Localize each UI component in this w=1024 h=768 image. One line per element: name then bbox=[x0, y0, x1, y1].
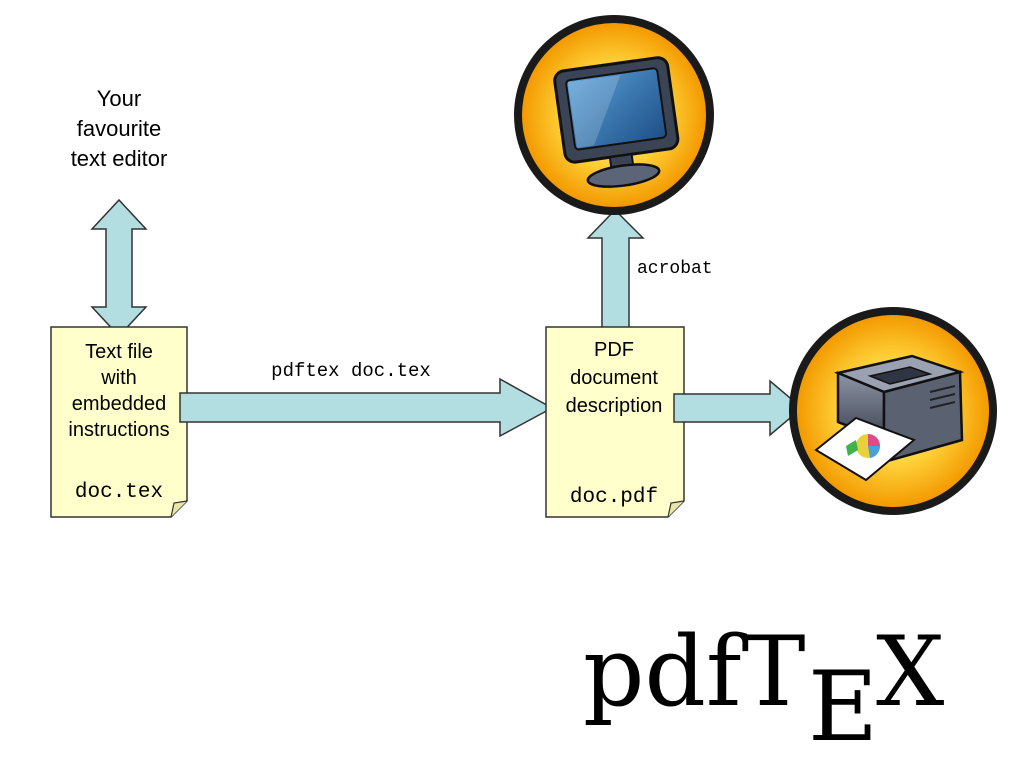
source-file-line2: with bbox=[100, 367, 137, 389]
logo-part-e: E bbox=[808, 651, 878, 763]
compile-command-label: pdftex doc.tex bbox=[271, 360, 431, 382]
editor-double-arrow bbox=[90, 198, 148, 338]
source-file-line4: instructions bbox=[68, 419, 169, 441]
editor-label-line1: Your bbox=[97, 86, 141, 111]
source-filename: doc.tex bbox=[75, 481, 163, 504]
viewer-command-label: acrobat bbox=[637, 259, 713, 279]
pdf-file-document bbox=[545, 326, 685, 518]
pdf-file-line1: PDF bbox=[594, 339, 634, 361]
editor-label-line3: text editor bbox=[71, 146, 168, 171]
logo-part-pdft: pdfT bbox=[583, 616, 805, 728]
editor-label-line2: favourite bbox=[77, 116, 161, 141]
logo-part-x: X bbox=[876, 616, 944, 728]
pdf-file-line3: description bbox=[566, 395, 663, 417]
print-arrow bbox=[673, 379, 804, 437]
viewer-arrow bbox=[586, 208, 645, 333]
source-file-document bbox=[50, 326, 188, 518]
compile-arrow bbox=[179, 377, 554, 438]
pdftex-logo: pdfT E X bbox=[583, 616, 944, 763]
printer-icon bbox=[789, 307, 997, 515]
source-file-line3: embedded bbox=[72, 393, 167, 415]
monitor-icon bbox=[514, 15, 714, 215]
pdf-file-line2: document bbox=[570, 367, 658, 389]
source-file-line1: Text file bbox=[85, 341, 153, 363]
pdf-filename: doc.pdf bbox=[570, 486, 658, 509]
